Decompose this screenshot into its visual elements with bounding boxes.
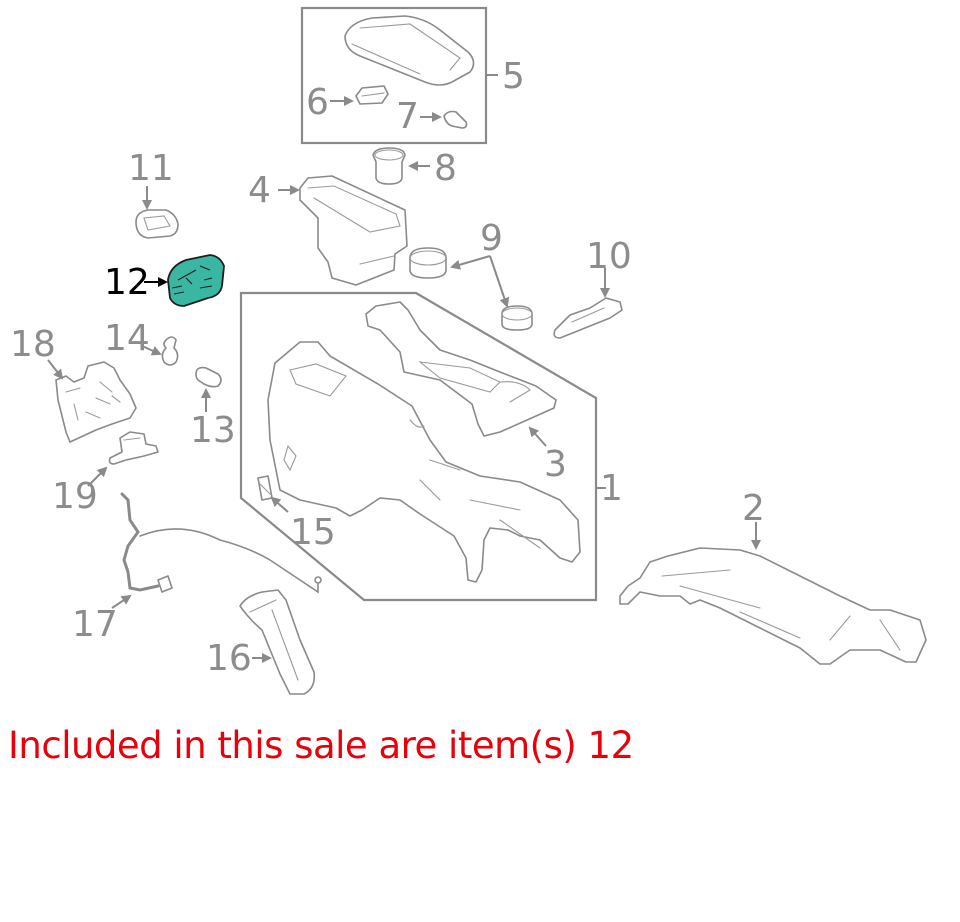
part-5-group bbox=[300, 6, 498, 145]
cup-holder-ring-b bbox=[501, 305, 533, 331]
part-14-group bbox=[141, 336, 179, 366]
callout-10: 10 bbox=[586, 236, 632, 277]
callout-8: 8 bbox=[434, 148, 457, 189]
callout-12[interactable]: 12 bbox=[104, 262, 150, 303]
callout-2: 2 bbox=[742, 488, 765, 529]
callout-15: 15 bbox=[290, 512, 336, 553]
part-12-group[interactable] bbox=[144, 254, 225, 307]
pin bbox=[195, 366, 222, 388]
part-4-group bbox=[278, 175, 408, 286]
console-upper-panel bbox=[365, 301, 557, 437]
switch-base-highlighted[interactable] bbox=[167, 254, 225, 307]
part-16-group bbox=[239, 589, 316, 695]
part-18-group bbox=[47, 359, 137, 443]
part-10-group bbox=[553, 268, 623, 339]
callout-9: 9 bbox=[480, 218, 503, 259]
callout-19: 19 bbox=[52, 476, 98, 517]
console-inner-box bbox=[299, 175, 408, 286]
callout-14: 14 bbox=[104, 318, 150, 359]
part-9-group bbox=[409, 247, 533, 331]
callout-6: 6 bbox=[306, 82, 329, 123]
clip bbox=[161, 336, 179, 366]
callout-17: 17 bbox=[72, 604, 118, 645]
part-8-group bbox=[372, 147, 430, 185]
callout-7: 7 bbox=[396, 96, 419, 137]
part-2-group bbox=[619, 522, 927, 665]
part-13-group bbox=[195, 366, 222, 412]
bracket bbox=[55, 361, 137, 443]
cup-holder-ring-a bbox=[409, 247, 447, 279]
callout-4: 4 bbox=[248, 170, 271, 211]
part-19-group bbox=[87, 431, 159, 487]
callout-5: 5 bbox=[502, 56, 525, 97]
part-11-group bbox=[135, 186, 179, 239]
knob-cap bbox=[135, 209, 179, 239]
cover-plate bbox=[257, 475, 273, 501]
callout-16: 16 bbox=[206, 638, 252, 679]
armrest-lid bbox=[344, 15, 475, 86]
sale-caption: Included in this sale are item(s) 12 bbox=[8, 724, 634, 767]
cup-holder-insert bbox=[372, 147, 406, 185]
callout-13: 13 bbox=[190, 410, 236, 451]
wire-harness bbox=[120, 492, 160, 592]
shift-lever-boot bbox=[239, 589, 316, 695]
callout-11: 11 bbox=[128, 148, 174, 189]
wire-connector bbox=[108, 431, 159, 465]
part-17-group bbox=[111, 492, 322, 609]
part-1-group bbox=[239, 291, 606, 602]
callout-3: 3 bbox=[544, 444, 567, 485]
side-trim-strip bbox=[553, 297, 623, 339]
rear-air-duct bbox=[619, 547, 927, 665]
part-1-frame bbox=[239, 291, 598, 602]
callout-1: 1 bbox=[600, 468, 623, 509]
lid-hinge-clip bbox=[443, 110, 468, 129]
callout-18: 18 bbox=[10, 324, 56, 365]
